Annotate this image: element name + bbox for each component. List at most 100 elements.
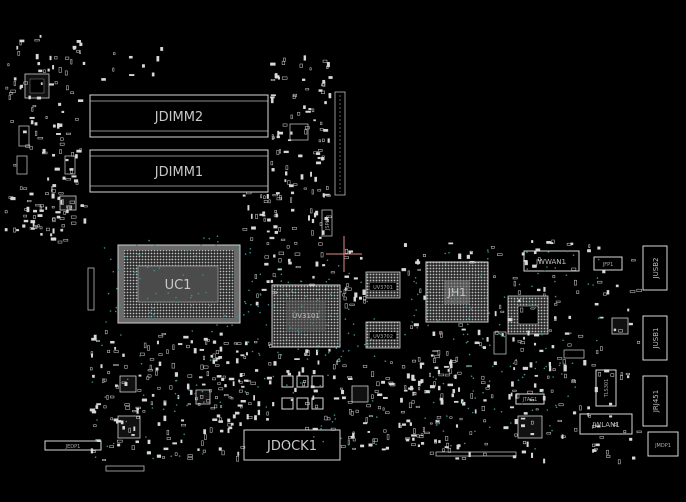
via bbox=[112, 270, 115, 273]
via bbox=[222, 258, 225, 261]
passive-part bbox=[22, 224, 26, 228]
passive-part bbox=[113, 364, 119, 366]
passive-part bbox=[420, 379, 424, 383]
via bbox=[344, 318, 347, 320]
via bbox=[340, 355, 343, 358]
passive-part bbox=[604, 369, 610, 373]
bottom-right-ic[interactable] bbox=[517, 415, 543, 439]
passive-part bbox=[142, 410, 146, 413]
via bbox=[541, 333, 543, 336]
via bbox=[287, 281, 290, 284]
passive-part bbox=[318, 89, 323, 92]
passive-part bbox=[429, 451, 434, 455]
right-mid-part-2[interactable] bbox=[563, 349, 585, 359]
left-connector[interactable] bbox=[87, 267, 95, 311]
passive-part bbox=[388, 381, 394, 385]
ec-chip[interactable] bbox=[507, 295, 549, 335]
tls301-chip[interactable]: TLS301 bbox=[595, 369, 617, 407]
upper-mid-ic[interactable] bbox=[289, 123, 309, 141]
passive-part bbox=[271, 291, 277, 295]
passive-part bbox=[189, 389, 193, 395]
jrj451-connector[interactable]: JRJ451 bbox=[642, 375, 668, 427]
passive-part bbox=[422, 427, 425, 433]
passive-part bbox=[48, 83, 54, 86]
passive-part bbox=[324, 193, 330, 196]
uv3701-vram[interactable]: UV3701 bbox=[365, 271, 401, 299]
right-mid-part[interactable] bbox=[493, 331, 507, 355]
passive-part bbox=[319, 222, 323, 226]
jtag1-connector[interactable]: JTAG1 bbox=[515, 393, 545, 405]
jedp1-connector[interactable]: JEDP1 bbox=[44, 440, 102, 451]
passive-part bbox=[35, 130, 38, 136]
vertical-connector[interactable] bbox=[334, 91, 346, 196]
passive-part bbox=[266, 376, 272, 380]
left-small-connector-1[interactable] bbox=[18, 125, 30, 147]
bottom-left-ic-1[interactable] bbox=[117, 415, 141, 439]
top-left-ic[interactable] bbox=[24, 73, 50, 99]
passive-part bbox=[474, 341, 480, 345]
passive-part bbox=[22, 130, 27, 134]
passive-part bbox=[547, 375, 550, 379]
via bbox=[282, 286, 284, 288]
passive-part bbox=[246, 414, 249, 420]
left-small-connector-3[interactable] bbox=[64, 155, 76, 175]
via bbox=[510, 422, 512, 424]
jusb2-connector[interactable]: JUSB2 bbox=[642, 245, 668, 291]
passive-part bbox=[224, 384, 227, 388]
bottom-left-connector[interactable] bbox=[105, 465, 145, 472]
via bbox=[500, 410, 503, 413]
jwwan1-connector[interactable]: JWWAN1 bbox=[523, 250, 580, 272]
bottom-mid-connector[interactable] bbox=[435, 451, 517, 457]
via bbox=[429, 390, 431, 392]
passive-part bbox=[594, 448, 598, 451]
passive-part bbox=[323, 129, 329, 132]
jdimm2-connector[interactable]: JDIMM2 bbox=[89, 94, 269, 138]
jfp1-connector[interactable]: JFP1 bbox=[593, 256, 623, 271]
passive-part bbox=[419, 362, 424, 365]
via bbox=[152, 457, 154, 460]
passive-part bbox=[623, 430, 627, 434]
via bbox=[555, 406, 558, 409]
uv3702-vram[interactable]: UV3702 bbox=[365, 321, 401, 349]
passive-part bbox=[117, 439, 123, 443]
passive-part bbox=[39, 34, 42, 38]
via bbox=[481, 346, 484, 348]
uc1-cpu[interactable]: UC1 bbox=[117, 244, 241, 324]
passive-part bbox=[216, 414, 221, 418]
jusb1-connector[interactable]: JUSB1 bbox=[642, 315, 668, 361]
jmdp1-connector[interactable]: JMDP1 bbox=[647, 431, 679, 457]
passive-part bbox=[403, 389, 408, 392]
bottom-left-ic-2[interactable] bbox=[119, 375, 137, 393]
passive-part bbox=[341, 389, 345, 395]
passive-part bbox=[315, 210, 319, 216]
passive-part bbox=[23, 219, 29, 223]
usb-ic[interactable] bbox=[611, 317, 629, 335]
passive-part bbox=[13, 164, 17, 167]
via bbox=[326, 324, 328, 326]
via bbox=[416, 293, 419, 296]
via bbox=[415, 309, 418, 311]
jdimm1-connector[interactable]: JDIMM1 bbox=[89, 149, 269, 193]
uv3101-gpu[interactable]: UV3101 bbox=[271, 284, 341, 348]
via bbox=[228, 300, 230, 302]
mid-ic-1[interactable] bbox=[351, 385, 369, 403]
inductor-array[interactable] bbox=[281, 375, 324, 410]
via bbox=[236, 293, 238, 296]
jspk-label: JSPK1 bbox=[325, 216, 331, 231]
passive-part bbox=[270, 279, 274, 283]
passive-part bbox=[311, 189, 314, 195]
jh1-pch[interactable]: JH1 bbox=[425, 261, 489, 323]
via bbox=[470, 375, 473, 378]
via bbox=[293, 291, 295, 294]
via bbox=[487, 249, 489, 251]
left-small-connector-2[interactable] bbox=[16, 155, 28, 175]
passive-part bbox=[333, 397, 340, 400]
passive-part bbox=[158, 361, 162, 367]
passive-part bbox=[290, 191, 295, 195]
passive-part bbox=[266, 418, 269, 421]
jwlan1-connector[interactable]: JWLAN1 bbox=[579, 413, 633, 435]
passive-part bbox=[546, 241, 551, 244]
jdock1-connector[interactable]: JDOCK1 bbox=[243, 429, 341, 461]
via bbox=[337, 265, 340, 267]
